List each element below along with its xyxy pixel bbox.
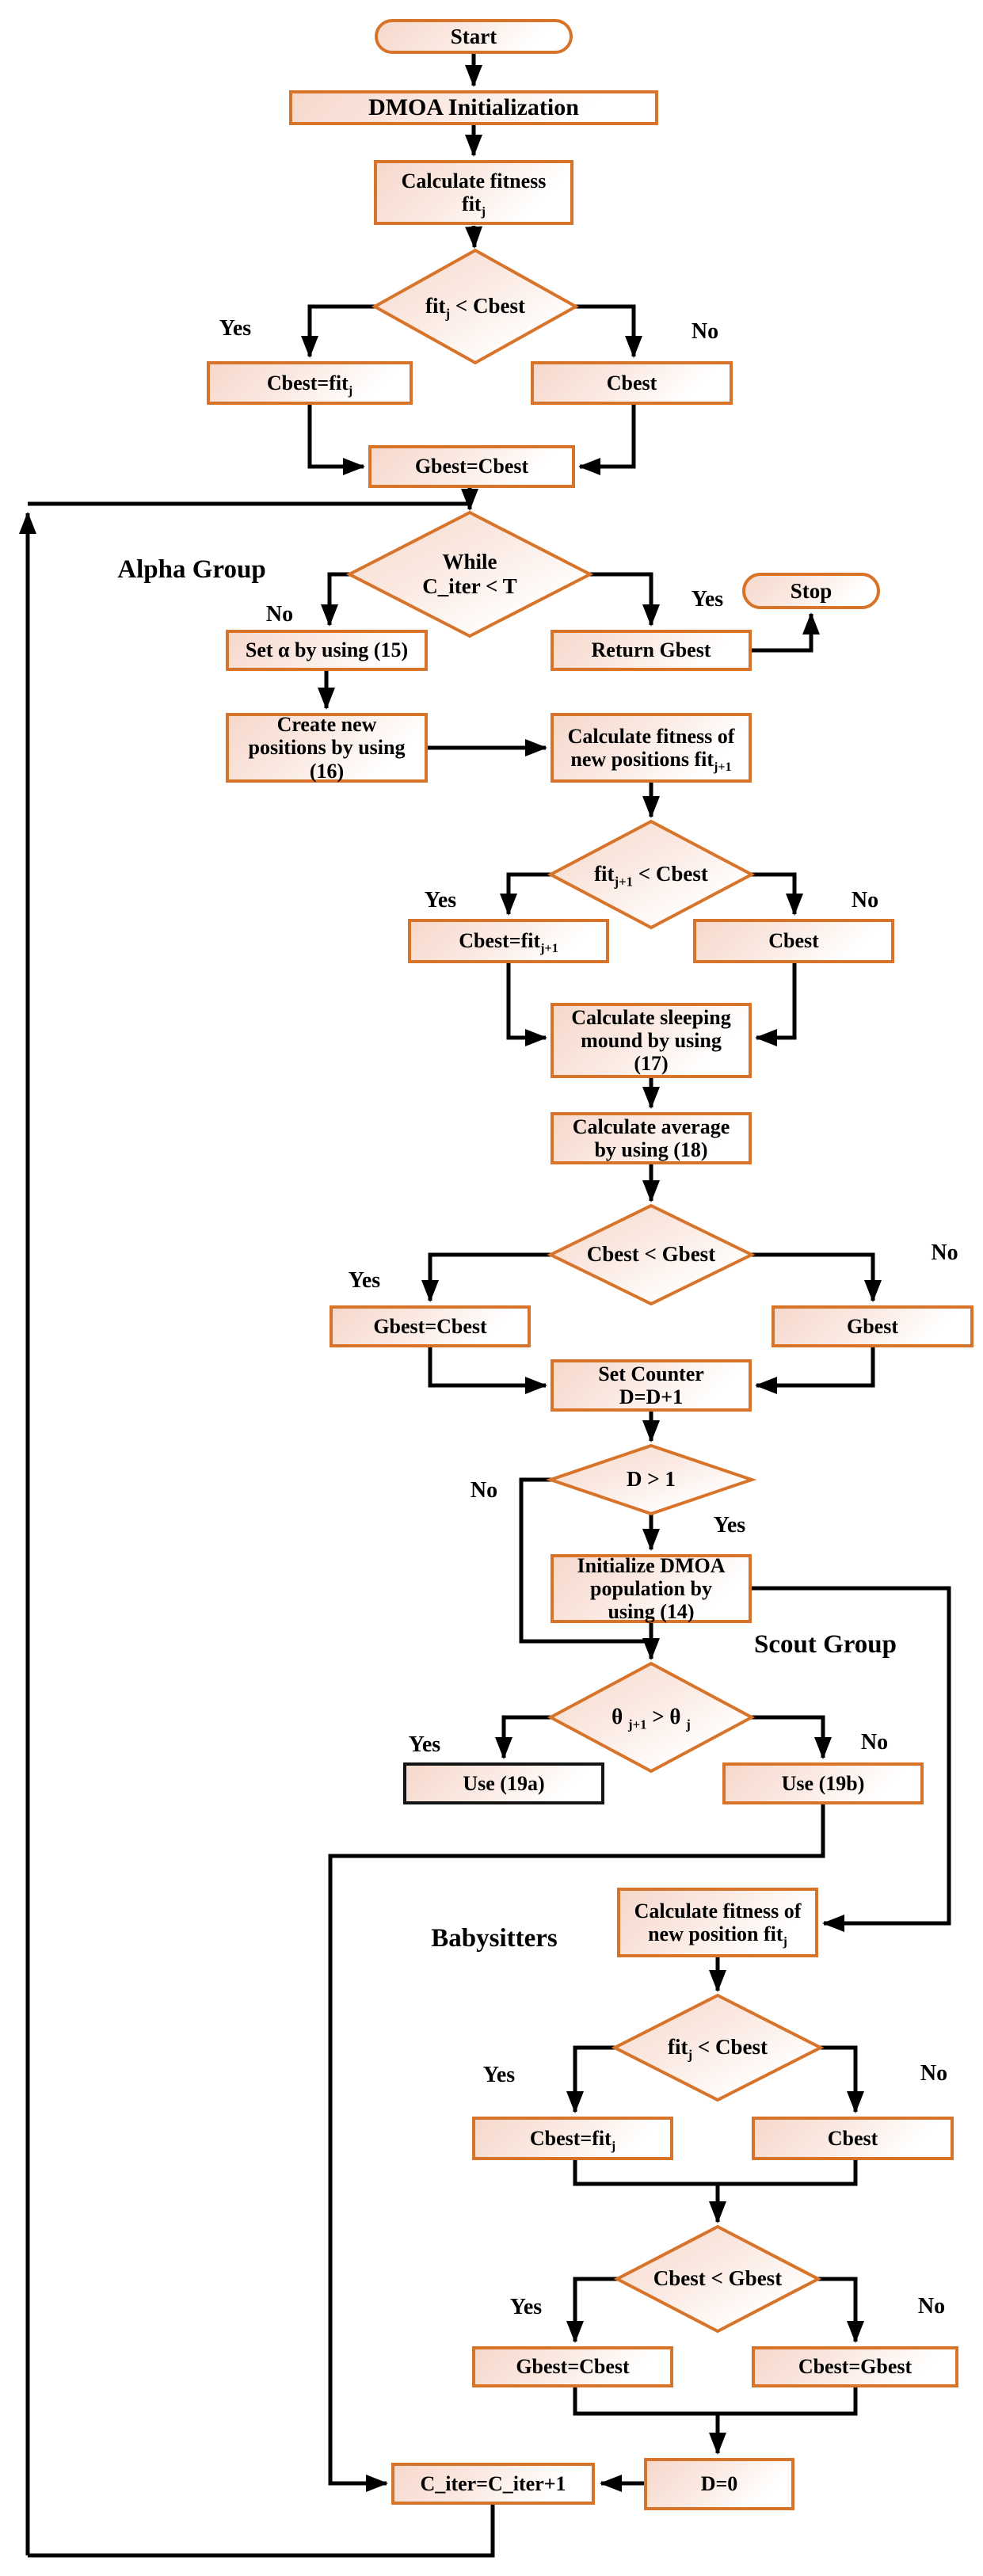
decision-label-cbest-gbest-2: Cbest < Gbest (653, 2266, 783, 2291)
decision-d-gt-1 (545, 1443, 757, 1516)
edge-returngbest-stop (752, 612, 820, 653)
dmoa-initialization-node: DMOA Initialization (289, 90, 658, 125)
start-node: Start (375, 19, 573, 54)
edge-d2-no (321, 572, 351, 627)
decision-label-fitj1-cbest: fitj+1 < Cbest (594, 862, 708, 890)
edge-d6-yes (495, 1715, 552, 1759)
edge-citer-feedback (28, 2505, 495, 2558)
branch-label-d4-yes: Yes (348, 1268, 381, 1293)
citer-increment-node: C_iter=C_iter+1 (391, 2463, 595, 2505)
branch-label-d1-yes: Yes (219, 316, 252, 341)
branch-label-d4-no: No (931, 1240, 958, 1265)
sleeping-mound-node: Calculate sleeping mound by using (17) (551, 1003, 752, 1078)
cbest-eq-gbest-node: Cbest=Gbest (752, 2346, 958, 2387)
set-alpha-node: Set α by using (15) (226, 630, 428, 671)
edge-d4-no (750, 1252, 882, 1302)
branch-label-d7-yes: Yes (482, 2063, 516, 2087)
branch-label-d6-yes: Yes (408, 1732, 441, 1757)
initialize-dmoa-population-node: Initialize DMOA population by using (14) (551, 1554, 752, 1623)
cbest-node-2: Cbest (693, 919, 894, 963)
branch-label-d5-no: No (470, 1478, 498, 1503)
edge-cbestb-sleeping (755, 963, 797, 1046)
edge-cbestfitja-gbest (307, 405, 365, 475)
decision-label-d-gt-1: D > 1 (627, 1467, 676, 1492)
decision-fitj-cbest-2 (611, 1993, 825, 2102)
use-19a-node: Use (19a) (403, 1762, 604, 1804)
group-label-scout: Scout Group (753, 1629, 897, 1659)
decision-cbest-gbest-2 (613, 2224, 822, 2334)
create-new-positions-node: Create new positions by using (16) (226, 713, 428, 783)
edge-d3-no (750, 872, 803, 916)
edge-cbesta-gbest (578, 405, 636, 475)
branch-label-d2-yes: Yes (691, 587, 724, 612)
branch-label-d8-yes: Yes (509, 2295, 543, 2319)
edge-d8-no (817, 2277, 864, 2343)
edge-d4-yes (421, 1252, 552, 1302)
cbest-eq-fitj-node-1: Cbest=fitj (207, 361, 413, 405)
branch-label-d1-no: No (691, 319, 719, 344)
edge-d2-yes (589, 572, 660, 627)
set-counter-node: Set Counter D=D+1 (551, 1359, 752, 1412)
gbest-node: Gbest (772, 1305, 973, 1347)
edge-d7-merge (573, 2160, 858, 2186)
group-label-babysitters: Babysitters (431, 1923, 558, 1953)
decision-while-citer (345, 510, 594, 638)
edge-use19b-citer (328, 1804, 825, 2492)
cbest-eq-fitj-node-2: Cbest=fitj (472, 2117, 673, 2160)
use-19b-node: Use (19b) (722, 1762, 924, 1804)
decision-fitj1-cbest (547, 819, 756, 930)
calc-fitness-new-position-node: Calculate fitness of new position fitj (617, 1888, 818, 1957)
decision-theta (547, 1661, 756, 1774)
decision-label-theta: θ j+1 > θ j (612, 1705, 691, 1732)
edge-d1-yes (301, 304, 376, 358)
edge-d6-no (750, 1715, 832, 1759)
branch-label-d5-yes: Yes (713, 1513, 746, 1538)
cbest-node-3: Cbest (752, 2117, 954, 2160)
branch-label-d7-no: No (920, 2061, 948, 2086)
edge-d1-no (574, 304, 642, 358)
stop-node: Stop (742, 573, 880, 609)
decision-label-cbest-gbest-1: Cbest < Gbest (586, 1242, 716, 1267)
edge-gbestb-counter (755, 1347, 875, 1394)
branch-label-d3-yes: Yes (424, 888, 457, 913)
d-eq-0-node: D=0 (644, 2458, 794, 2510)
edge-d8-merge (573, 2387, 858, 2416)
edge-cbestfitjb-sleeping (506, 963, 547, 1046)
branch-label-d8-no: No (917, 2294, 946, 2319)
cbest-node-1: Cbest (531, 361, 733, 405)
edge-d3-yes (500, 872, 552, 916)
decision-cbest-gbest-1 (547, 1203, 756, 1306)
calculate-average-node: Calculate average by using (18) (551, 1112, 752, 1164)
gbest-eq-cbest-node-1: Gbest=Cbest (368, 445, 575, 488)
decision-label-fitj-cbest-2: fitj < Cbest (668, 2035, 768, 2063)
edge-gbestcbestb-counter (428, 1347, 547, 1394)
calc-fitness-new-positions-node: Calculate fitness of new positions fitj+… (551, 713, 752, 783)
branch-label-d6-no: No (860, 1730, 889, 1755)
decision-fitj-cbest-1 (371, 248, 580, 365)
cbest-eq-fitj1-node: Cbest=fitj+1 (408, 919, 609, 963)
edge-d7-no (819, 2045, 864, 2113)
decision-label-while-citer: While C_iter < T (422, 549, 517, 598)
edge-d8-yes (566, 2277, 619, 2343)
group-label-alpha: Alpha Group (117, 554, 266, 584)
calculate-fitness-node: Calculate fitness fitj (374, 160, 573, 225)
return-gbest-node: Return Gbest (551, 630, 752, 671)
gbest-eq-cbest-node-3: Gbest=Cbest (472, 2346, 673, 2387)
edge-d5-no-loop (519, 1477, 650, 1644)
branch-label-d2-no: No (265, 602, 294, 627)
edge-d7-yes (566, 2045, 616, 2113)
decision-label-fitj-cbest-1: fitj < Cbest (425, 294, 525, 322)
gbest-eq-cbest-node-2: Gbest=Cbest (330, 1305, 531, 1347)
edge-initdmoa-right-loop (752, 1586, 951, 1932)
branch-label-d3-no: No (851, 888, 879, 913)
